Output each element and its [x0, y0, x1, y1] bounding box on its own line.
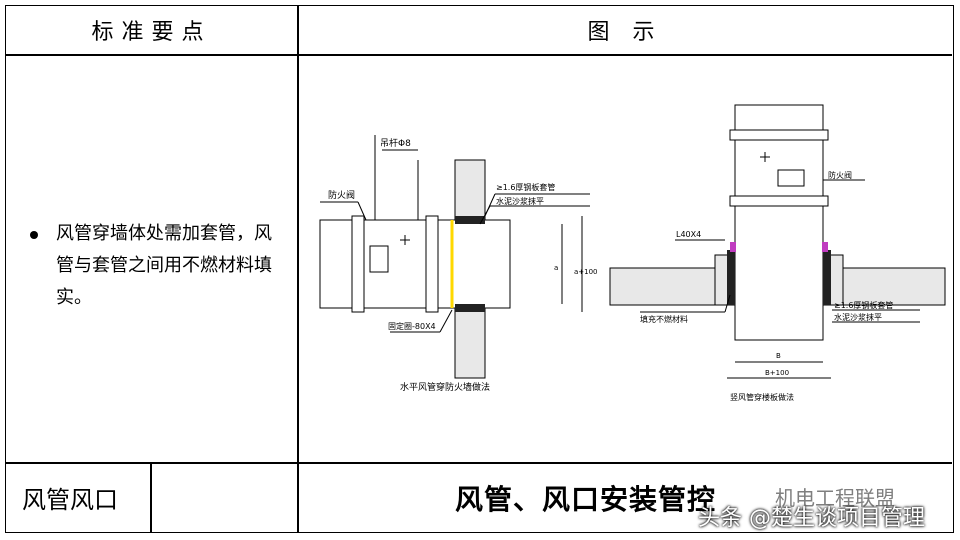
label-fill: 填充不燃材料: [640, 314, 688, 324]
footer-column-divider: [150, 462, 152, 532]
label-hanger: 吊杆Φ8: [380, 137, 411, 149]
bullet-text: 风管穿墙体处需加套管，风管与套管之间用不燃材料填实。: [56, 223, 272, 308]
footer-column-divider-2: [297, 462, 299, 532]
label-damper-left: 防火阀: [328, 189, 355, 201]
label-dim-a: a: [554, 264, 558, 272]
label-damper-right: 防火阀: [828, 170, 852, 180]
label-dim-a100: a+100: [574, 268, 598, 276]
caption-horizontal: 水平风管穿防火墙做法: [400, 381, 490, 393]
watermark-bottom: 头条 @楚生谈项目管理: [698, 506, 925, 531]
label-sleeve-left: ≥1.6厚钢板套管: [496, 182, 555, 192]
horizontal-duct-diagram: 吊杆Φ8 防火阀 ≥1.6厚钢板套管 水泥沙浆抹平 固定圈-80X4 a a+1…: [319, 135, 598, 393]
footer-category: 风管风口: [22, 486, 118, 514]
label-dim-b: B: [776, 352, 781, 360]
column-divider: [297, 6, 299, 462]
label-mortar-right: 水泥沙浆抹平: [834, 312, 882, 322]
label-ring: 固定圈-80X4: [388, 321, 436, 331]
footer-title: 风管、风口安装管控: [455, 483, 717, 516]
watermark-top: 机电工程联盟: [775, 486, 895, 510]
footer-divider: [6, 462, 952, 464]
bullet-icon: [30, 231, 38, 239]
standards-table: 标准要点 图 示: [5, 5, 954, 533]
vertical-duct-diagram: 防火阀 L40X4 填充不燃材料 ≥1.6厚钢板套管 水泥沙浆抹平 B B+10…: [609, 104, 946, 402]
label-mortar-left: 水泥沙浆抹平: [496, 196, 544, 206]
label-sleeve-right: ≥1.6厚钢板套管: [834, 300, 893, 310]
bullet-point: 风管穿墙体处需加套管，风管与套管之间用不燃材料填实。: [30, 218, 280, 314]
label-angle: L40X4: [676, 230, 701, 239]
caption-vertical: 竖风管穿楼板做法: [730, 392, 794, 402]
header-illustration: 图 示: [587, 20, 663, 45]
header-divider: [6, 54, 952, 56]
label-dim-b100: B+100: [765, 369, 789, 377]
header-key-points: 标准要点: [91, 20, 212, 45]
